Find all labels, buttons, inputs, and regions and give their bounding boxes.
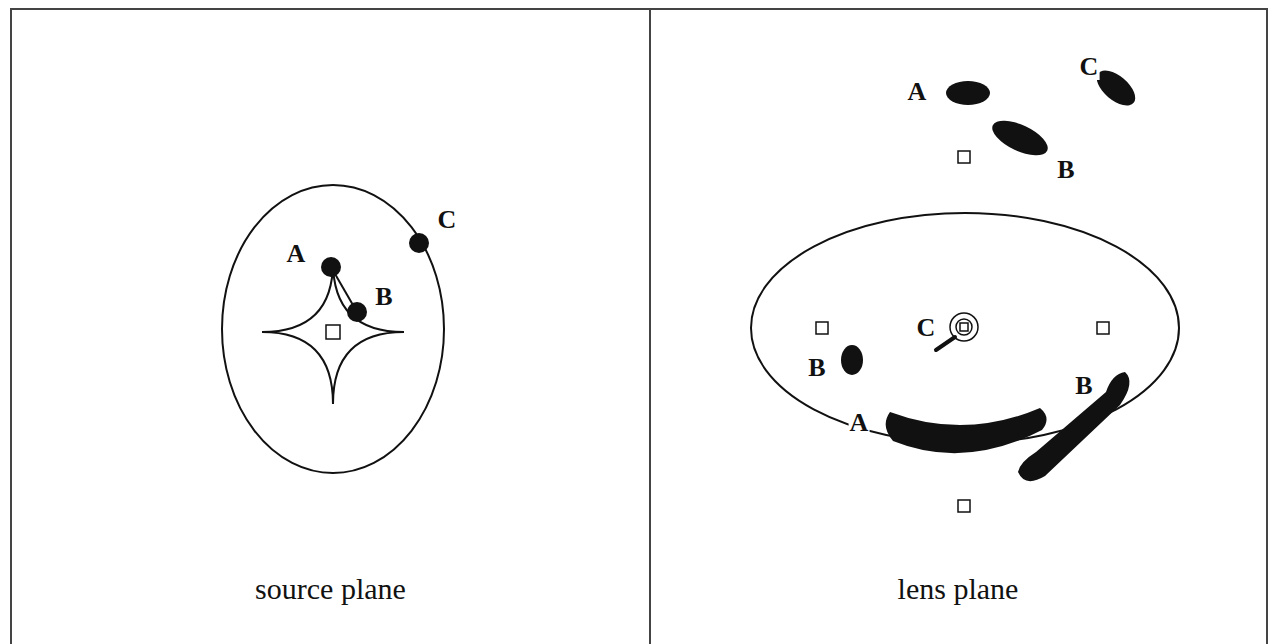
plane-panel: lens plane — [650, 8, 1268, 644]
lensed-image — [987, 114, 1052, 163]
galaxy-marker — [1097, 322, 1109, 334]
lensed-arc — [886, 408, 1047, 453]
image-label: A — [286, 241, 307, 267]
galaxy-marker — [958, 500, 970, 512]
lensed-image — [841, 345, 863, 375]
central-ring — [956, 319, 972, 335]
lensed-image — [946, 81, 990, 105]
lens-center-marker — [326, 325, 340, 339]
image-label: B — [807, 355, 826, 381]
source-dot — [347, 302, 367, 322]
lensed-arc — [1018, 372, 1129, 481]
plane-panel: source plane — [10, 8, 651, 644]
image-label: B — [1074, 373, 1093, 399]
image-label: A — [849, 410, 870, 436]
image-label: C — [916, 315, 937, 341]
astroid-caustic — [262, 262, 404, 404]
central-image — [936, 337, 955, 350]
source-dot — [321, 257, 341, 277]
panel-title: lens plane — [650, 572, 1266, 606]
source-dot — [409, 233, 429, 253]
galaxy-marker — [960, 323, 968, 331]
tangential-caustic — [222, 185, 444, 473]
image-label: A — [907, 79, 928, 105]
image-label: C — [437, 207, 458, 233]
panel-title: source plane — [12, 572, 649, 606]
image-label: B — [1056, 157, 1075, 183]
image-label: B — [374, 284, 393, 310]
image-label: C — [1079, 54, 1100, 80]
galaxy-marker — [816, 322, 828, 334]
galaxy-marker — [958, 151, 970, 163]
